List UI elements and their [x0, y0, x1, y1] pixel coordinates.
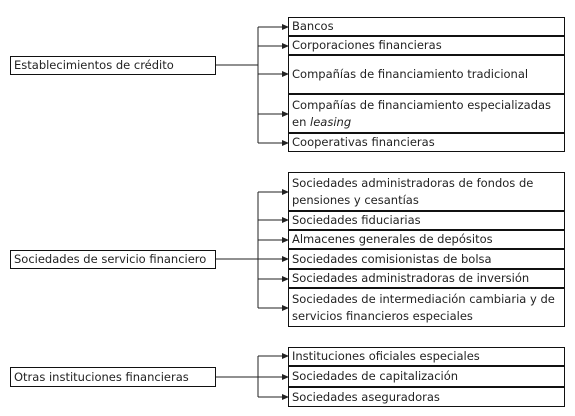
group-label-establecimientos: Establecimientos de crédito: [10, 56, 216, 75]
item-fiduciarias: Sociedades fiduciarias: [288, 211, 565, 230]
item-text: Bancos: [292, 19, 334, 33]
item-companias-leasing: Compañías de financiamiento especializad…: [288, 94, 565, 133]
item-aseguradoras: Sociedades aseguradoras: [288, 387, 565, 407]
item-instituciones-oficiales: Instituciones oficiales especiales: [288, 347, 565, 366]
item-bancos: Bancos: [288, 17, 565, 36]
item-text: Sociedades de capitalización: [292, 369, 459, 383]
item-corporaciones: Corporaciones financieras: [288, 36, 565, 55]
group-label-servicio: Sociedades de servicio financiero: [10, 250, 216, 269]
group-label-text: Sociedades de servicio financiero: [14, 252, 207, 266]
group-label-text: Establecimientos de crédito: [14, 58, 174, 72]
item-text: Compañías de financiamiento especializad…: [292, 97, 561, 131]
item-almacenes: Almacenes generales de depósitos: [288, 230, 565, 249]
item-intermediacion-cambiaria: Sociedades de intermediación cambiaria y…: [288, 288, 565, 327]
item-text-main: Compañías de financiamiento especializad…: [292, 98, 552, 129]
item-text: Sociedades comisionistas de bolsa: [292, 251, 492, 266]
item-text: Corporaciones financieras: [292, 38, 442, 52]
item-text: Sociedades fiduciarias: [292, 213, 421, 227]
item-text: Compañías de financiamiento tradicional: [292, 67, 529, 81]
item-capitalizacion: Sociedades de capitalización: [288, 366, 565, 387]
item-cooperativas: Cooperativas financieras: [288, 133, 565, 152]
item-text: Almacenes generales de depósitos: [292, 232, 493, 246]
item-text: Sociedades aseguradoras: [292, 389, 440, 404]
item-companias-tradicional: Compañías de financiamiento tradicional: [288, 55, 565, 94]
item-text-italic: leasing: [310, 115, 352, 129]
item-text: Cooperativas financieras: [292, 135, 435, 149]
item-fondos-pensiones: Sociedades administradoras de fondos de …: [288, 172, 565, 211]
item-comisionistas: Sociedades comisionistas de bolsa: [288, 249, 565, 269]
item-text: Instituciones oficiales especiales: [292, 349, 480, 363]
group-label-text: Otras instituciones financieras: [14, 369, 189, 384]
item-text: Sociedades administradoras de fondos de …: [292, 176, 534, 207]
group-label-otras: Otras instituciones financieras: [10, 367, 216, 387]
item-administradoras-inversion: Sociedades administradoras de inversión: [288, 269, 565, 288]
item-text: Sociedades de intermediación cambiaria y…: [292, 292, 555, 323]
item-text: Sociedades administradoras de inversión: [292, 271, 530, 285]
